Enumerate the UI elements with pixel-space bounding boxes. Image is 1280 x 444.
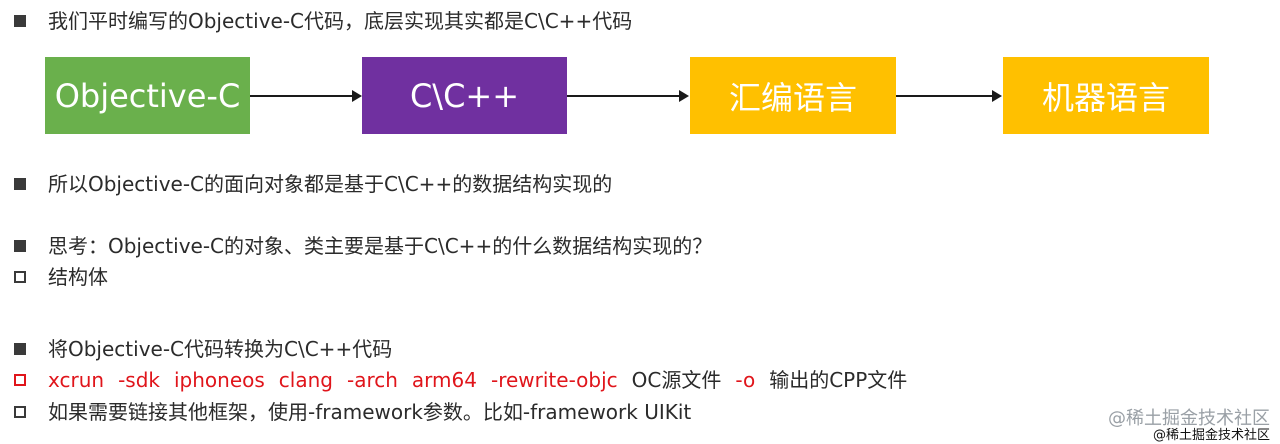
bullet-line-5: 将Objective-C代码转换为C\C++代码 <box>14 336 392 362</box>
flow-step-label: Objective-C <box>54 76 241 115</box>
flow-arrow <box>250 90 362 102</box>
cmd-part: -sdk <box>118 368 160 392</box>
red-square-bullet-icon <box>14 374 26 386</box>
command-line: xcrun -sdk iphoneos clang -arch arm64 -r… <box>14 367 921 393</box>
line-text: 思考：Objective-C的对象、类主要是基于C\C++的什么数据结构实现的？ <box>48 234 713 258</box>
watermark: @稀土掘金技术社区 <box>1108 408 1270 429</box>
flow-arrow <box>567 90 689 102</box>
cmd-part: -rewrite-objc <box>490 368 618 392</box>
flow-arrow <box>896 90 1002 102</box>
bullet-line-3: 思考：Objective-C的对象、类主要是基于C\C++的什么数据结构实现的？ <box>14 233 712 259</box>
line-text: 如果需要链接其他框架，使用-framework参数。比如-framework U… <box>48 400 692 424</box>
flow-step-objective-c: Objective-C <box>45 57 250 134</box>
square-bullet-icon <box>14 343 26 355</box>
bullet-line-4: 结构体 <box>14 264 108 290</box>
flow-step-c-cpp: C\C++ <box>362 57 567 134</box>
flow-step-assembly: 汇编语言 <box>690 57 896 134</box>
flow-step-machine-code: 机器语言 <box>1003 57 1209 134</box>
square-bullet-icon <box>14 240 26 252</box>
cmd-output-label: 输出的CPP文件 <box>769 368 908 392</box>
cmd-part: arm64 <box>411 368 477 392</box>
bullet-line-1: 我们平时编写的Objective-C代码，底层实现其实都是C\C++代码 <box>14 8 632 34</box>
bullet-line-7: 如果需要链接其他框架，使用-framework参数。比如-framework U… <box>14 399 691 425</box>
line-text: 所以Objective-C的面向对象都是基于C\C++的数据结构实现的 <box>48 172 613 196</box>
cmd-part: -arch <box>346 368 398 392</box>
hollow-square-bullet-icon <box>14 271 26 283</box>
square-bullet-icon <box>14 178 26 190</box>
bullet-line-2: 所以Objective-C的面向对象都是基于C\C++的数据结构实现的 <box>14 171 612 197</box>
cmd-input-label: OC源文件 <box>631 368 722 392</box>
line-text: 我们平时编写的Objective-C代码，底层实现其实都是C\C++代码 <box>48 9 633 33</box>
flow-step-label: C\C++ <box>409 76 520 115</box>
cmd-part: xcrun <box>48 368 105 392</box>
hollow-square-bullet-icon <box>14 406 26 418</box>
watermark-overlay: @稀土掘金技术社区 <box>1152 428 1270 443</box>
cmd-part: clang <box>278 368 333 392</box>
cmd-part: iphoneos <box>173 368 265 392</box>
line-text: 结构体 <box>48 265 108 289</box>
flow-step-label: 汇编语言 <box>728 78 857 117</box>
cmd-output-flag: -o <box>735 368 756 392</box>
flow-step-label: 机器语言 <box>1041 78 1170 117</box>
line-text: 将Objective-C代码转换为C\C++代码 <box>48 337 393 361</box>
square-bullet-icon <box>14 15 26 27</box>
